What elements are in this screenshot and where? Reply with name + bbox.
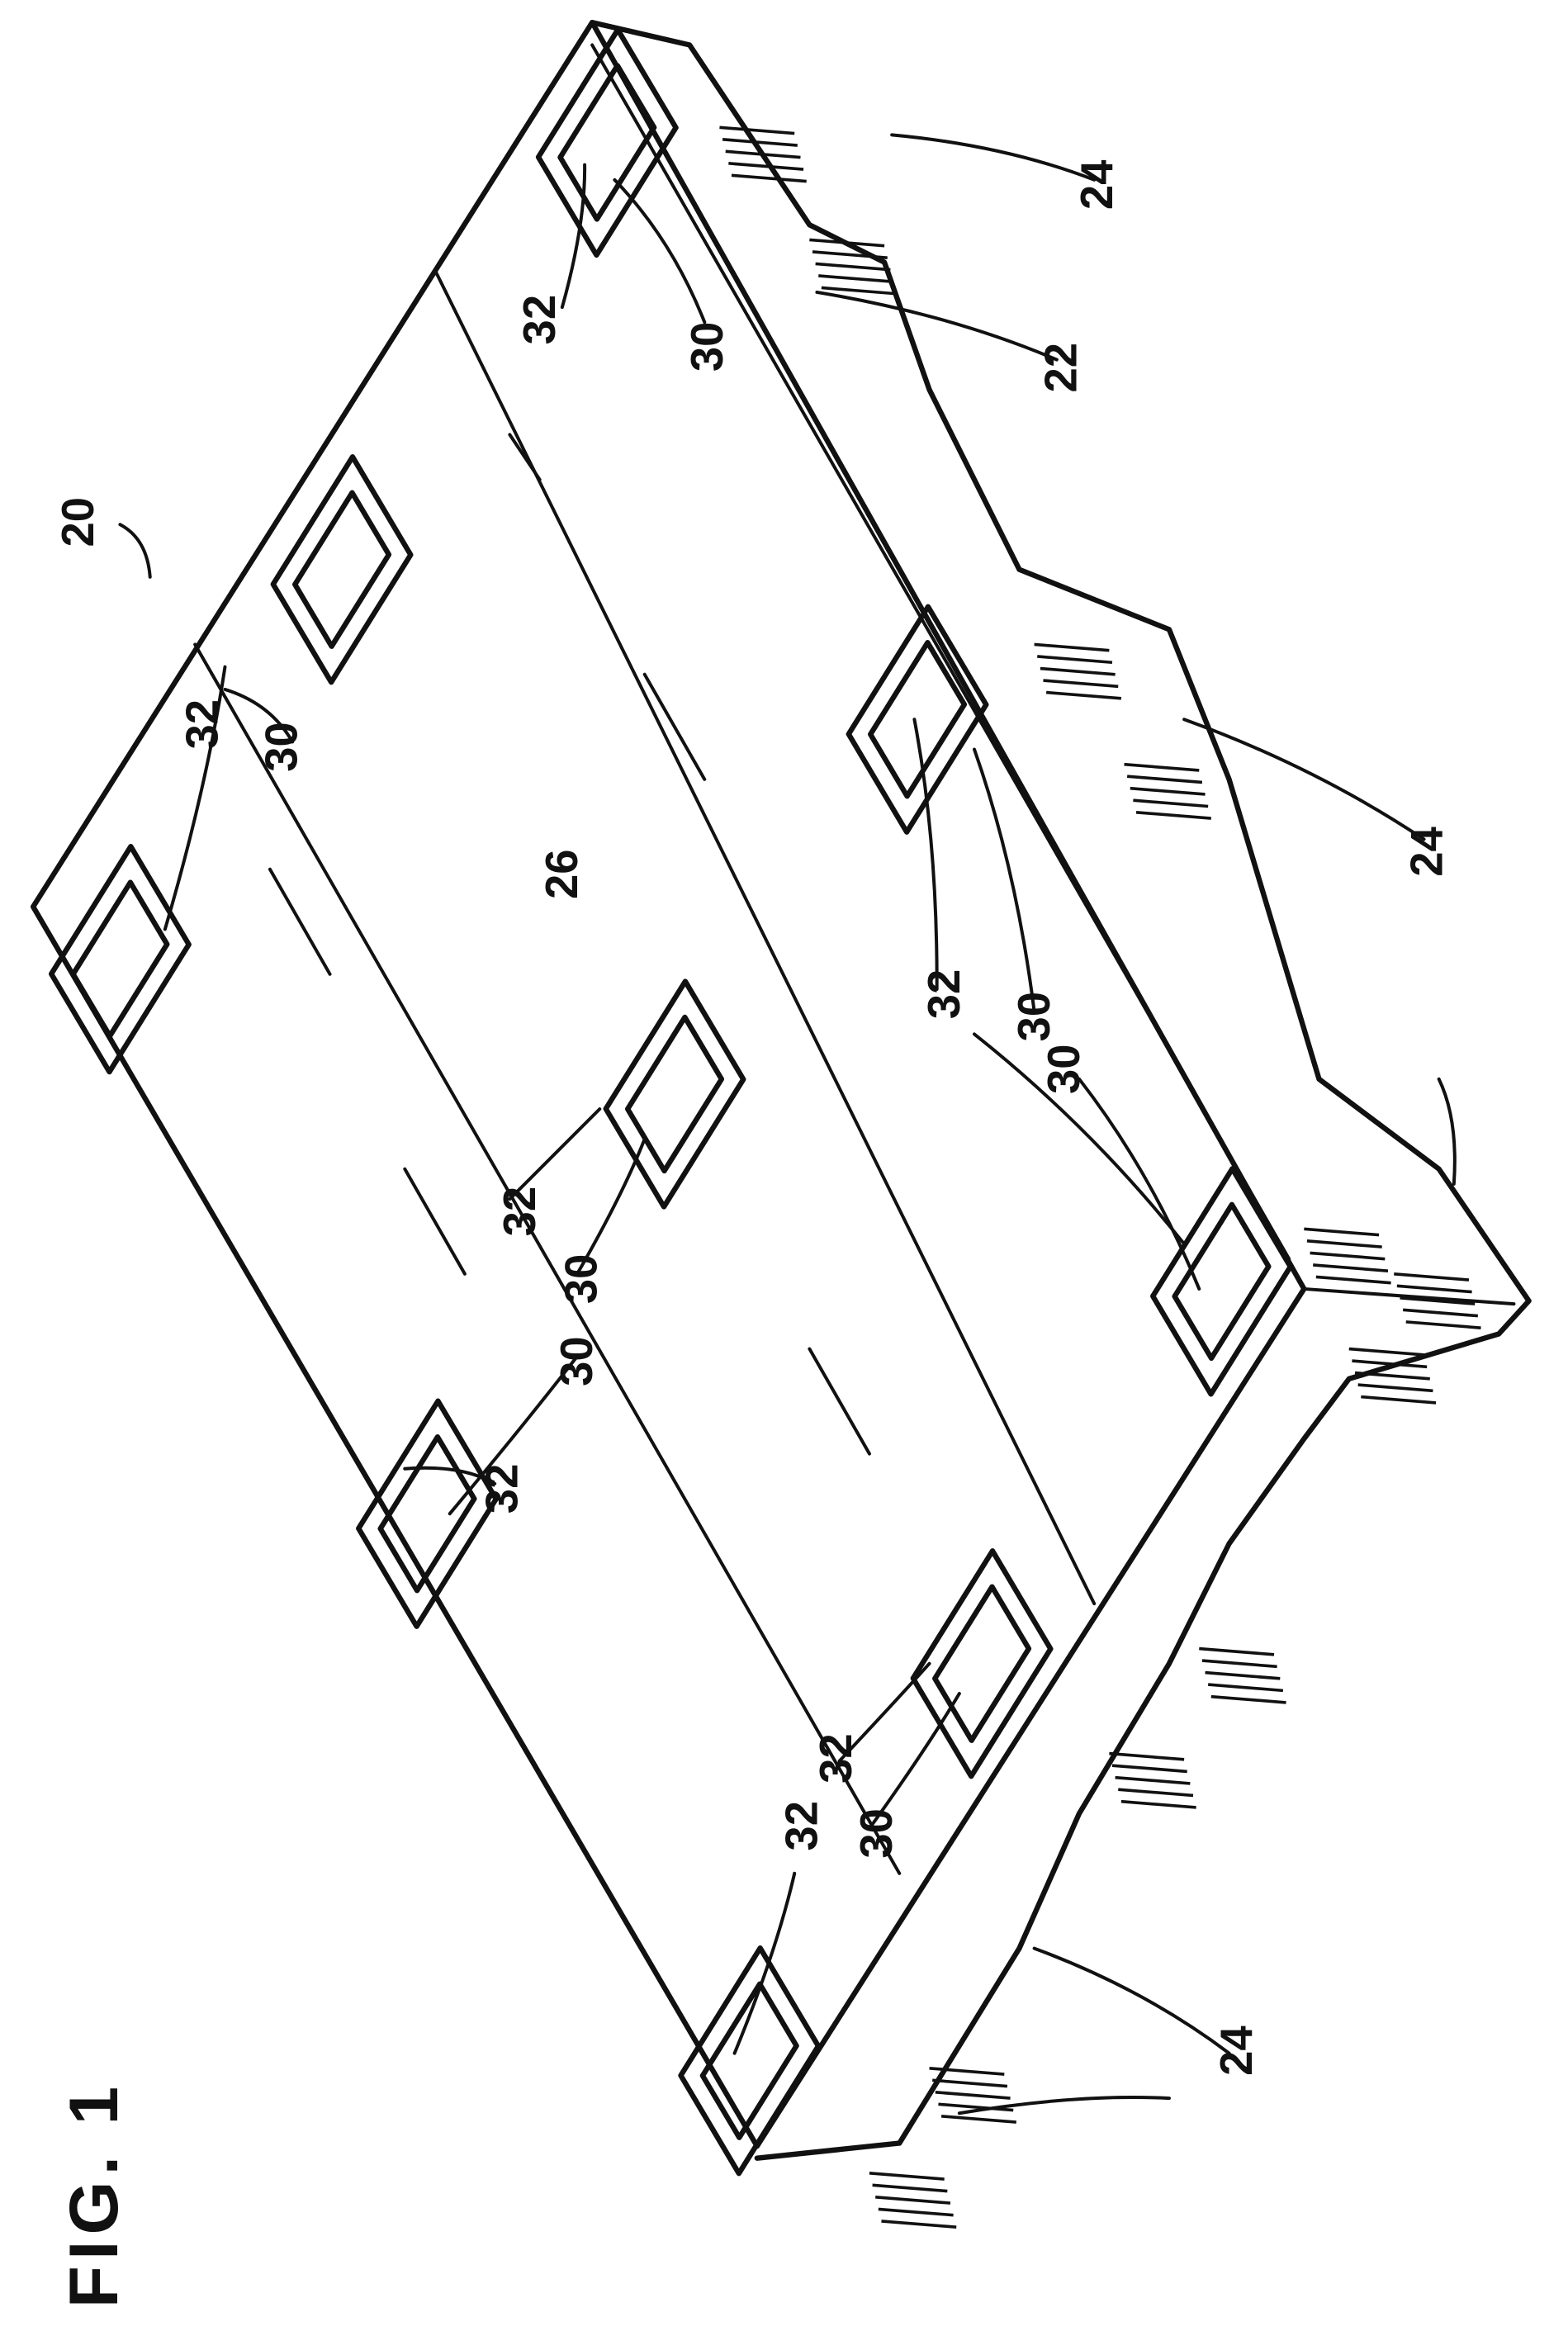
leg-hatching bbox=[869, 2172, 957, 2229]
leader-line bbox=[912, 718, 939, 991]
leader-line bbox=[973, 747, 1036, 1014]
leader-line bbox=[815, 290, 1059, 362]
label-32: 32 bbox=[776, 1801, 827, 1851]
deck-edge bbox=[1302, 1286, 1516, 1306]
leg-hatching bbox=[809, 238, 897, 296]
pad-recess bbox=[1172, 1201, 1272, 1362]
deck-line bbox=[193, 642, 902, 1875]
leg-hatching bbox=[1034, 642, 1122, 700]
label-32: 32 bbox=[811, 1733, 861, 1784]
leader-line bbox=[957, 2096, 1171, 2115]
leader-line bbox=[867, 1692, 961, 1831]
leader-line bbox=[508, 1107, 602, 1201]
leader-line bbox=[837, 1661, 931, 1763]
deck-dash bbox=[642, 672, 707, 781]
pad-recess bbox=[624, 1014, 725, 1174]
label-30: 30 bbox=[851, 1808, 902, 1859]
deck-inner-edge bbox=[590, 43, 1291, 1261]
leg-hatching bbox=[719, 126, 807, 183]
leg-hatching bbox=[929, 2066, 1016, 2124]
deck-dash bbox=[508, 433, 542, 481]
label-32: 32 bbox=[919, 969, 969, 1020]
leg-hatching bbox=[1304, 1227, 1391, 1285]
label-32: 32 bbox=[495, 1187, 545, 1237]
label-30: 30 bbox=[1009, 992, 1059, 1042]
label-30: 30 bbox=[552, 1336, 602, 1386]
label-30: 30 bbox=[682, 322, 732, 372]
deck-line bbox=[433, 268, 1097, 1606]
pad-rim bbox=[535, 26, 679, 258]
pad-rim bbox=[846, 604, 989, 835]
leader-line bbox=[1078, 1077, 1201, 1291]
figure-title: FIG. 1 bbox=[54, 2081, 132, 2309]
leg-hatching bbox=[1109, 1751, 1196, 1809]
pad-recess bbox=[70, 879, 170, 1039]
pad-recess bbox=[557, 63, 657, 222]
pallet-top-deck bbox=[30, 20, 1307, 2149]
leader-line bbox=[403, 1466, 497, 1485]
label-26: 26 bbox=[537, 849, 587, 899]
leader-line bbox=[223, 687, 295, 744]
leader-line bbox=[118, 523, 152, 579]
label-24: 24 bbox=[1072, 160, 1122, 211]
label-30: 30 bbox=[257, 722, 307, 772]
pad-rim bbox=[910, 1548, 1054, 1779]
leg-hatching bbox=[1124, 762, 1211, 820]
pad-recess bbox=[868, 640, 968, 799]
pallet-side-face bbox=[589, 20, 1532, 2161]
deck-dash bbox=[808, 1347, 871, 1456]
leader-line bbox=[1437, 1077, 1457, 1186]
leader-line bbox=[560, 163, 587, 310]
pad-rim bbox=[603, 978, 746, 1210]
pad-recess bbox=[932, 1584, 1032, 1743]
label-32: 32 bbox=[476, 1464, 527, 1514]
leg-hatching bbox=[1348, 1347, 1437, 1405]
leader-line bbox=[973, 1032, 1187, 1246]
leader-line bbox=[163, 665, 227, 931]
label-22: 22 bbox=[1035, 343, 1086, 393]
pad-rim bbox=[356, 1398, 499, 1629]
leader-line bbox=[732, 1871, 797, 2055]
label-32: 32 bbox=[514, 295, 565, 345]
label-24: 24 bbox=[1401, 827, 1452, 877]
pad-recess bbox=[292, 490, 392, 649]
pad-rim bbox=[1150, 1166, 1293, 1397]
label-30: 30 bbox=[557, 1254, 607, 1305]
label-24: 24 bbox=[1211, 2025, 1262, 2076]
pad-rim bbox=[678, 1945, 822, 2177]
leader-line bbox=[1182, 718, 1426, 841]
leg-hatching bbox=[1199, 1646, 1286, 1704]
leg-hatching bbox=[1394, 1272, 1481, 1329]
pad-recess bbox=[377, 1434, 477, 1594]
label-32: 32 bbox=[177, 699, 227, 750]
leader-line bbox=[448, 1354, 580, 1516]
label-30: 30 bbox=[1039, 1044, 1089, 1094]
pad-recess bbox=[699, 1981, 799, 2140]
leader-line bbox=[1032, 1946, 1231, 2055]
leader-line bbox=[890, 133, 1097, 182]
leader-line bbox=[613, 178, 707, 325]
pad-rim bbox=[48, 844, 192, 1075]
leader-line bbox=[576, 1137, 647, 1276]
pad-rim bbox=[270, 454, 414, 685]
label-20: 20 bbox=[53, 497, 103, 547]
deck-dash bbox=[403, 1167, 467, 1276]
deck-dash bbox=[268, 867, 332, 976]
